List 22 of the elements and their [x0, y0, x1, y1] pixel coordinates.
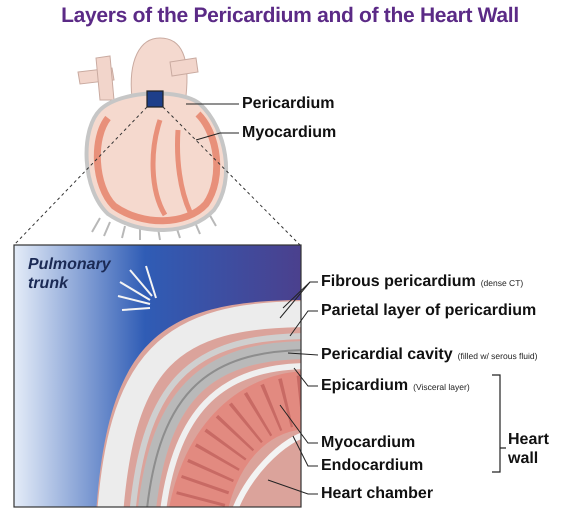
part-label: Heart chamber [321, 485, 434, 502]
leader-line [268, 480, 318, 494]
part-note: (filled w/ serous fluid) [458, 351, 538, 361]
part-label: Myocardium [242, 124, 336, 141]
part-label: Myocardium [321, 434, 416, 451]
leader-line [280, 404, 318, 444]
leader-line [290, 310, 318, 336]
part-label: Endocardium [321, 457, 424, 474]
part-label: Parietal layer of pericardium [321, 302, 536, 319]
leader-line [292, 436, 318, 466]
part-label: Epicardium [321, 377, 408, 394]
part-note: (dense CT) [480, 278, 524, 288]
part-label: Pericardial cavity [321, 346, 453, 363]
bracket-label: Heart wall [508, 430, 550, 468]
part-label: Fibrous pericardium [321, 273, 476, 290]
diagram-title: Layers of the Pericardium and of the Heart Wall [60, 4, 520, 28]
leader-line [288, 352, 318, 356]
part-note: (Visceral layer) [413, 382, 470, 392]
leader-line [196, 132, 240, 140]
inset-label: Pulmonary trunk [28, 255, 112, 293]
leader-line [294, 368, 318, 386]
part-label: Pericardium [242, 95, 334, 112]
